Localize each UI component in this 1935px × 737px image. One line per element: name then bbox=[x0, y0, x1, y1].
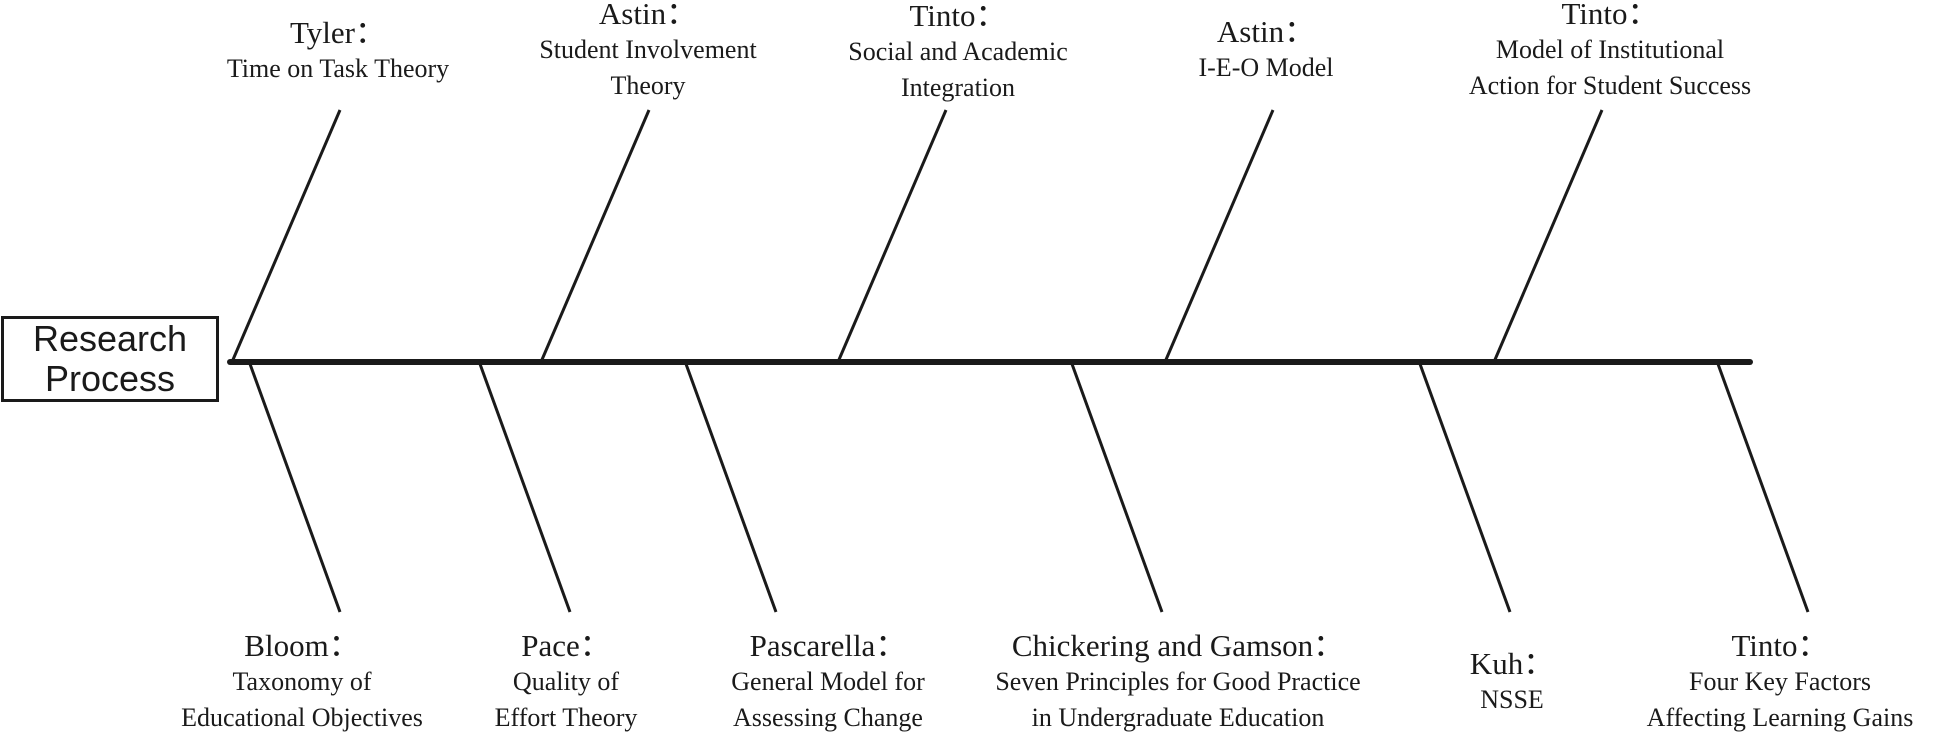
bottom-label-5: Kuh： NSSE bbox=[1470, 646, 1554, 718]
author-label: Kuh： bbox=[1469, 646, 1555, 681]
bone-bottom-1 bbox=[248, 363, 342, 613]
theory-label: Time on Task Theory bbox=[226, 54, 450, 83]
author-label: Tyler： bbox=[290, 15, 386, 50]
top-label-4: Astin： I-E-O Model bbox=[1198, 14, 1333, 86]
theory-label: I-E-O Model bbox=[1198, 53, 1334, 82]
theory-label: Taxonomy of bbox=[232, 667, 372, 696]
bone-bottom-6 bbox=[1716, 363, 1810, 613]
bottom-label-2: Pace： Quality of Effort Theory bbox=[495, 628, 638, 736]
theory-label: Social and Academic bbox=[848, 37, 1068, 66]
top-label-5: Tinto： Model of Institutional Action for… bbox=[1469, 0, 1751, 104]
bottom-label-3: Pascarella： General Model for Assessing … bbox=[731, 628, 924, 736]
theory-label: Model of Institutional bbox=[1495, 35, 1725, 64]
bottom-label-4: Chickering and Gamson： Seven Principles … bbox=[995, 628, 1360, 736]
author-label: Tinto： bbox=[909, 0, 1007, 33]
theory-label: Effort Theory bbox=[494, 703, 638, 732]
bone-bottom-5 bbox=[1418, 363, 1512, 613]
theory-label: Four Key Factors bbox=[1689, 667, 1871, 696]
theory-label: Seven Principles for Good Practice bbox=[995, 667, 1361, 696]
bone-top-4 bbox=[1163, 109, 1275, 363]
bone-bottom-4 bbox=[1070, 363, 1164, 613]
theory-label: Action for Student Success bbox=[1468, 71, 1752, 100]
root-label-line-1: Research bbox=[32, 318, 188, 359]
bone-top-1 bbox=[230, 109, 342, 363]
author-label: Pascarella： bbox=[749, 628, 907, 663]
bone-top-2 bbox=[539, 109, 651, 363]
root-box: Research Process bbox=[1, 316, 219, 402]
bone-top-5 bbox=[1492, 109, 1604, 363]
author-label: Tinto： bbox=[1561, 0, 1659, 31]
root-label-line-2: Process bbox=[44, 358, 176, 399]
bottom-label-6: Tinto： Four Key Factors Affecting Learni… bbox=[1647, 628, 1914, 736]
theory-label: Quality of bbox=[512, 667, 620, 696]
author-label: Astin： bbox=[598, 0, 698, 31]
bone-top-3 bbox=[836, 109, 948, 363]
top-label-3: Tinto： Social and Academic Integration bbox=[848, 0, 1067, 106]
author-label: Bloom： bbox=[244, 628, 360, 663]
bone-bottom-3 bbox=[684, 363, 778, 613]
author-label: Astin： bbox=[1216, 14, 1316, 49]
top-label-1: Tyler： Time on Task Theory bbox=[227, 15, 449, 87]
theory-label: Educational Objectives bbox=[181, 703, 423, 732]
author-label: Pace： bbox=[521, 628, 611, 663]
author-label: Tinto： bbox=[1731, 628, 1829, 663]
theory-label: Theory bbox=[610, 71, 686, 100]
bone-bottom-2 bbox=[478, 363, 572, 613]
theory-label: NSSE bbox=[1480, 685, 1544, 714]
theory-label: General Model for bbox=[731, 667, 925, 696]
theory-label: Student Involvement bbox=[539, 35, 757, 64]
bottom-label-1: Bloom： Taxonomy of Educational Objective… bbox=[181, 628, 423, 736]
theory-label: Affecting Learning Gains bbox=[1646, 703, 1914, 732]
theory-label: Integration bbox=[900, 73, 1016, 102]
theory-label: in Undergraduate Education bbox=[1031, 703, 1325, 732]
author-label: Chickering and Gamson： bbox=[1011, 628, 1345, 663]
theory-label: Assessing Change bbox=[733, 703, 923, 732]
top-label-2: Astin： Student Involvement Theory bbox=[539, 0, 756, 104]
